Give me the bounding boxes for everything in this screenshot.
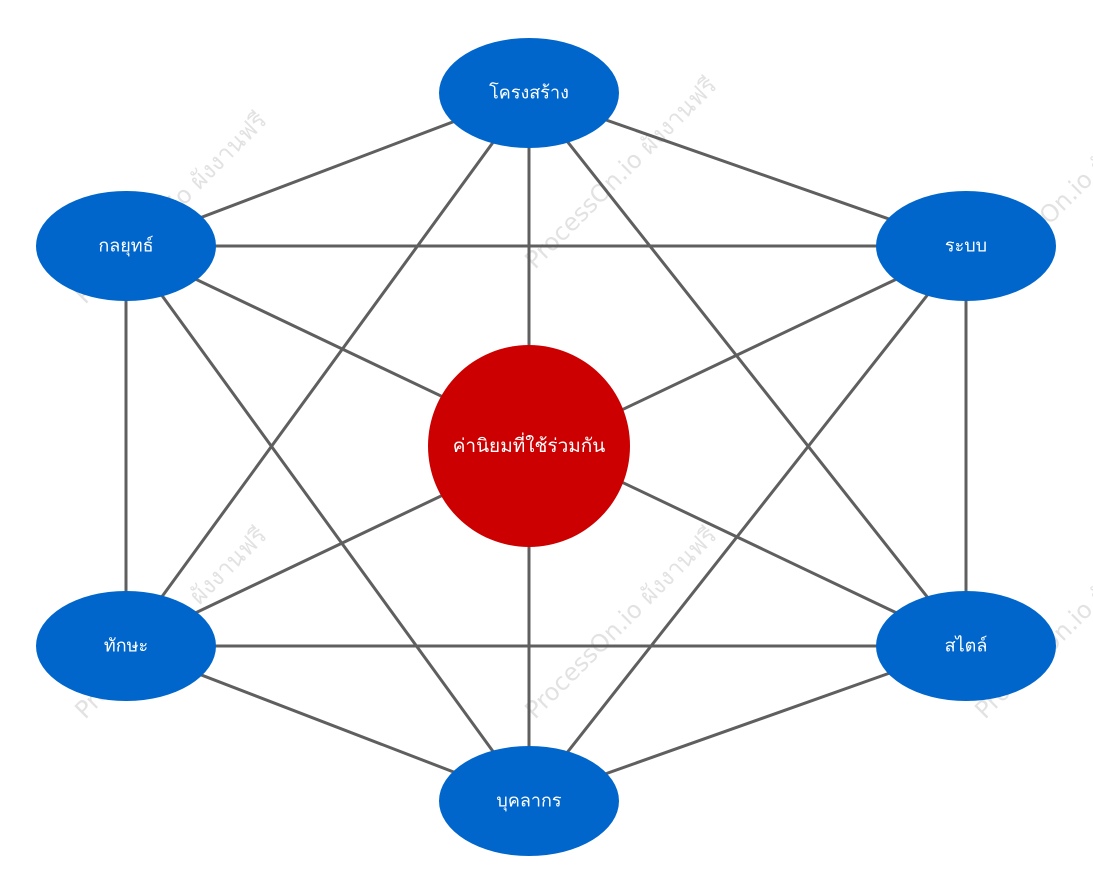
node-label: ทักษะ (104, 636, 148, 657)
node-label: ระบบ (945, 236, 987, 257)
edge-structure-skills (124, 91, 531, 648)
edge-strategy-staff (124, 244, 531, 803)
node-strategy[interactable]: กลยุทธ์ (36, 191, 216, 301)
edge-structure-style (527, 91, 968, 648)
node-layer: ค่านิยมที่ใช้ร่วมกัน โครงสร้าง กลยุทธ์ ร… (36, 38, 1056, 856)
node-shape[interactable] (876, 191, 1056, 301)
node-style[interactable]: สไตล์ (876, 591, 1056, 701)
node-label: บุคลากร (496, 791, 562, 812)
node-system[interactable]: ระบบ (876, 191, 1056, 301)
node-staff[interactable]: บุคลากร (439, 746, 619, 856)
node-shape[interactable] (439, 746, 619, 856)
node-shape[interactable] (876, 591, 1056, 701)
node-skills[interactable]: ทักษะ (36, 591, 216, 701)
node-shape[interactable] (36, 191, 216, 301)
node-label: ค่านิยมที่ใช้ร่วมกัน (453, 432, 606, 457)
node-structure[interactable]: โครงสร้าง (439, 38, 619, 148)
node-label: สไตล์ (945, 635, 988, 657)
watermark-text: ProcessOn.io ผังงานฟรี (519, 521, 722, 724)
node-shape[interactable] (36, 591, 216, 701)
node-label: โครงสร้าง (489, 82, 569, 104)
edge-system-staff (527, 244, 968, 803)
node-shape[interactable] (428, 345, 630, 547)
node-shape[interactable] (439, 38, 619, 148)
node-label: กลยุทธ์ (98, 236, 153, 257)
node-shared-values[interactable]: ค่านิยมที่ใช้ร่วมกัน (428, 345, 630, 547)
